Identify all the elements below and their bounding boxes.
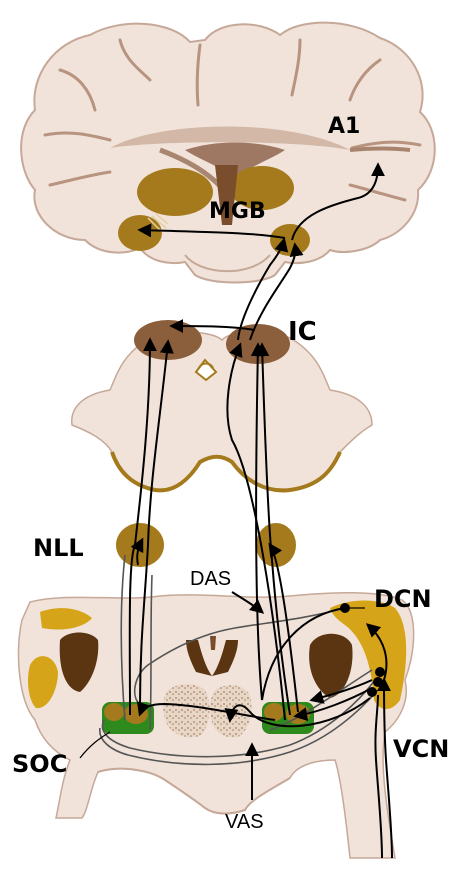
label-dcn: DCN (374, 585, 432, 613)
thalamus-left (137, 168, 213, 216)
mgb-right (270, 224, 310, 256)
label-nll: NLL (33, 534, 84, 562)
label-a1: A1 (328, 114, 360, 139)
midbrain-section (72, 320, 372, 490)
A1-sulcus (350, 149, 410, 151)
label-vcn: VCN (393, 735, 449, 763)
olive-right (210, 685, 252, 737)
label-ic: IC (288, 317, 317, 347)
cell-dot-icon (340, 603, 350, 613)
label-das: DAS (190, 568, 231, 590)
cerebrum-section (21, 23, 435, 283)
label-soc: SOC (12, 750, 67, 778)
cell-dot-icon (375, 667, 385, 677)
cell-dot-icon (373, 677, 383, 687)
label-vas: VAS (225, 811, 264, 833)
label-mgb: MGB (209, 199, 266, 224)
cell-dot-icon (367, 687, 377, 697)
mgb-left (118, 215, 162, 251)
midline-gray (210, 636, 216, 650)
